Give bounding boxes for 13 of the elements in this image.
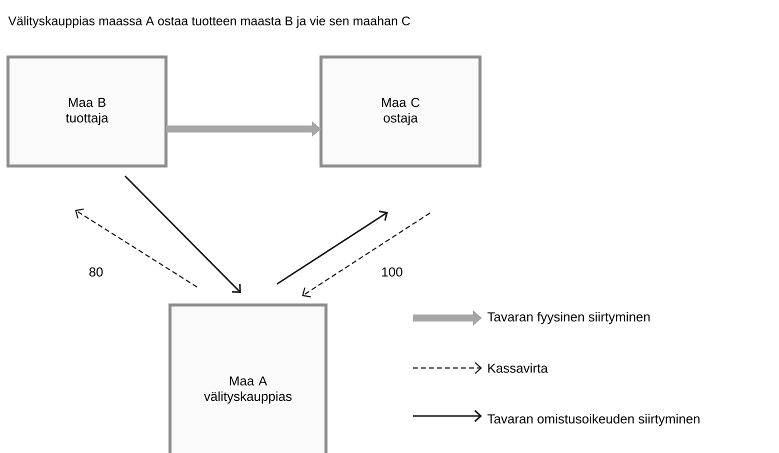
legend-label: Kassavirta [488,363,548,373]
legend-label: Tavaran omistusoikeuden siirtyminen [488,414,700,426]
arrow [124,175,241,293]
country-box: Maa C ostaja [320,56,482,168]
country-box: Maa A välityskauppias [168,304,328,453]
legend-label: Tavaran fyysinen siirtyminen [488,312,650,324]
edge-label: 80 [89,267,103,277]
arrow [276,210,388,285]
arrow [302,212,430,298]
country-box: Maa B tuottaja [6,56,168,168]
title: Välityskauppias maassa A ostaa tuotteen maasta B ja vie sen maahan C [8,16,410,28]
arrow [75,208,198,288]
edge-label: 100 [382,267,402,277]
